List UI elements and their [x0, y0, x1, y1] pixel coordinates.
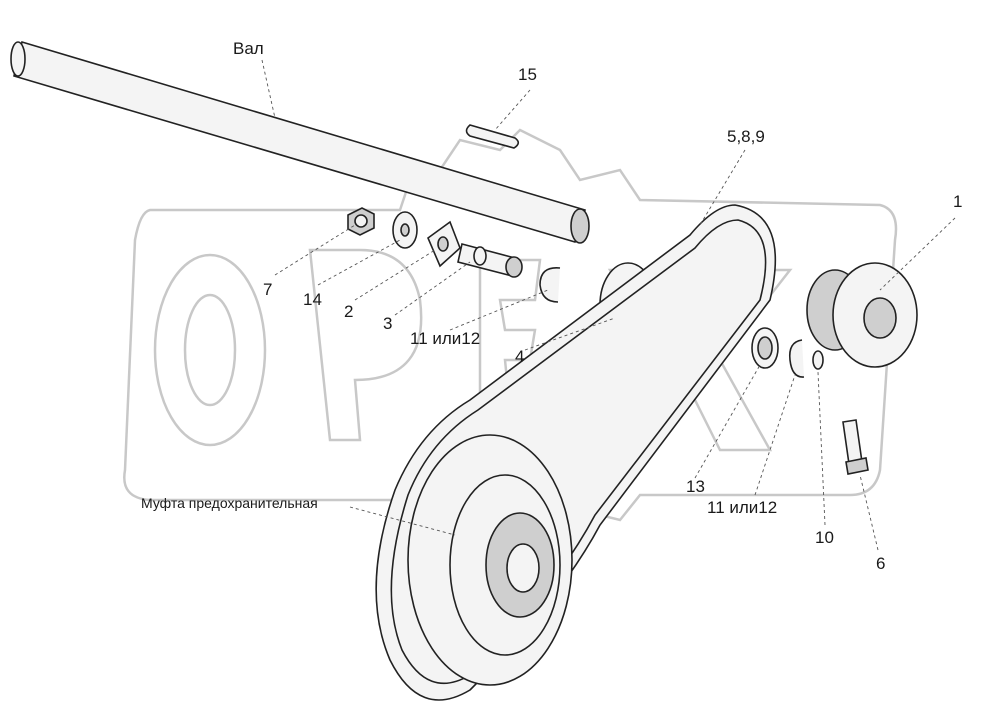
snap-ring-right [788, 339, 805, 378]
label-part-10: 10 [815, 528, 834, 547]
washer-part-14 [392, 211, 418, 249]
label-part-14: 14 [303, 290, 322, 309]
key-part-15 [465, 124, 520, 149]
leader-lines [261, 59, 956, 551]
label-part-11-or-12-left: 11 или12 [410, 329, 481, 348]
label-part-13: 13 [686, 477, 705, 496]
pin-part-3 [457, 243, 523, 278]
label-part-15: 15 [518, 65, 537, 84]
bearing-part-13 [751, 327, 779, 369]
washer-part-10 [812, 350, 824, 370]
plate-part-2 [427, 220, 461, 268]
label-part-6: 6 [876, 554, 886, 573]
label-part-5-8-9: 5,8,9 [727, 127, 765, 146]
label-part-1: 1 [953, 192, 963, 211]
bolt-part-6 [842, 419, 869, 475]
label-part-7: 7 [263, 280, 273, 299]
label-shaft: Вал [233, 39, 264, 58]
sprocket-part-1 [806, 262, 918, 368]
safety-coupling [407, 434, 573, 686]
label-coupling: Муфта предохранительная [141, 495, 318, 511]
label-part-4: 4 [515, 347, 525, 366]
label-part-2: 2 [344, 302, 354, 321]
label-part-3: 3 [383, 314, 393, 333]
shaft [10, 40, 590, 244]
label-part-11-or-12-right: 11 или12 [707, 498, 778, 517]
snap-ring-left [539, 267, 561, 303]
nut-part-7 [347, 207, 375, 236]
